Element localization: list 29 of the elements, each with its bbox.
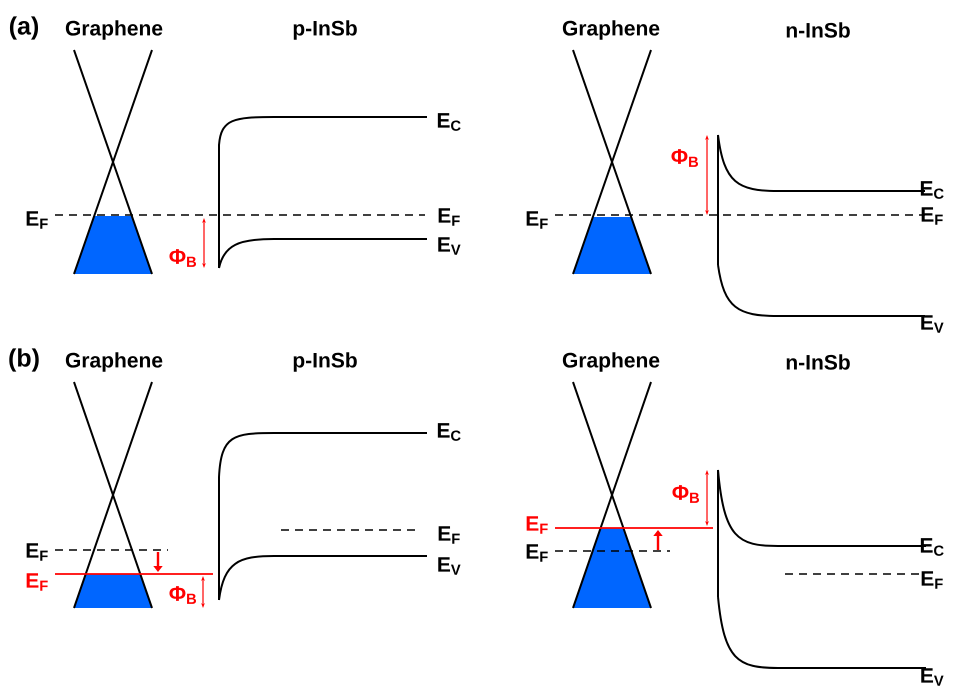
level-label: E$_{C}$ [438,113,461,131]
barrier-label: Φ$_{B}$ [169,586,196,604]
level-label: E$_{F}$ [438,208,460,226]
level-label: E$_{F}$ [526,544,548,562]
panel-label: (b) [9,348,39,372]
level-label: E$_{F}$ [526,516,548,534]
level-label: E$_{F}$ [26,543,48,561]
level-label: E$_{F}$ [438,526,460,544]
column-title: Graphene [66,352,162,372]
column-title: n-InSb [786,22,850,38]
level-label: E$_{F}$ [526,211,548,229]
panel-label: (a) [10,16,38,40]
level-label: E$_{V}$ [921,668,944,686]
level-label: E$_{C}$ [438,423,461,441]
level-label: E$_{V}$ [438,557,461,575]
column-title: p-InSb [294,352,357,372]
level-label: E$_{V}$ [438,237,461,255]
level-label: E$_{F}$ [26,573,48,591]
barrier-label: Φ$_{B}$ [672,485,699,503]
level-label: E$_{F}$ [922,207,943,225]
column-title: n-InSb [786,354,850,370]
column-title: Graphene [562,352,660,372]
barrier-label: Φ$_{B}$ [671,149,698,167]
level-label: E$_{F}$ [26,211,48,229]
column-title: p-InSb [294,20,357,40]
column-title: Graphene [66,20,162,40]
barrier-label: Φ$_{B}$ [169,249,196,267]
level-label: E$_{F}$ [922,571,943,589]
column-title: Graphene [562,20,660,40]
